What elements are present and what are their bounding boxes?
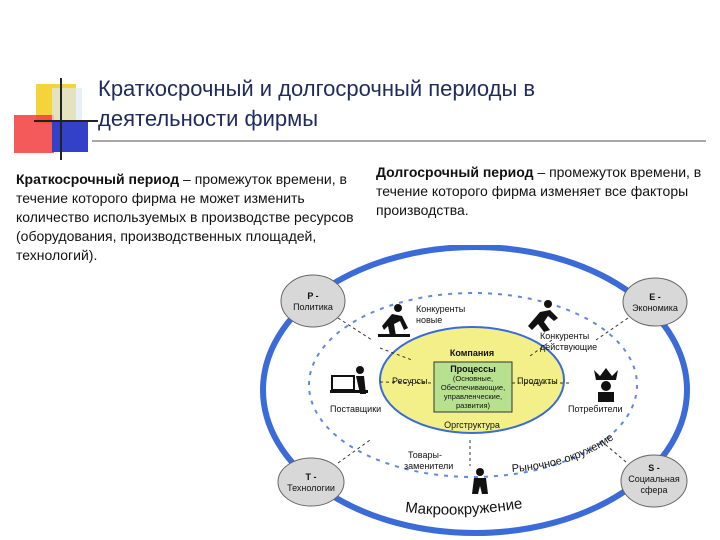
social-label-1: S -	[648, 463, 660, 473]
politics-label-2: Политика	[293, 302, 333, 312]
long-term-definition: Долгосрочный период – промежуток времени…	[376, 163, 706, 220]
new-competitors-label-1: Конкуренты	[416, 304, 465, 314]
short-term-term: Краткосрочный период	[16, 171, 180, 187]
supplier-icon	[330, 366, 368, 394]
deco-blue-square	[52, 120, 88, 152]
active-competitors-label-1: Конкуренты	[540, 331, 589, 341]
deco-lightblue-square	[52, 88, 82, 120]
social-label-2: Социальная	[628, 474, 680, 484]
new-competitors-label-2: новые	[416, 315, 442, 325]
org-structure-label: Оргструктура	[444, 420, 500, 430]
company-label: Компания	[450, 348, 494, 358]
long-term-text: – промежуток времени, в течение которого…	[376, 164, 702, 218]
active-competitors-label-2: действующие	[540, 342, 597, 352]
social-node	[620, 454, 688, 508]
processes-label-5: развития)	[456, 401, 491, 410]
politics-node	[280, 274, 346, 328]
politics-label-1: P -	[307, 291, 318, 301]
processes-label-2: (Основные,	[453, 374, 493, 383]
long-term-term: Долгосрочный период	[376, 164, 534, 180]
technology-label-2: Технологии	[287, 483, 335, 493]
processes-label-1: Процессы	[450, 364, 496, 374]
processes-label-3: Обеспечивающие,	[441, 383, 505, 392]
social-label-3: сфера	[641, 485, 668, 495]
deco-horizontal-line	[34, 120, 98, 122]
environment-diagram: P - Политика E - Экономика T - Технологи…	[260, 245, 690, 536]
substitute-goods-icon	[472, 468, 488, 494]
economy-label-2: Экономика	[632, 303, 678, 313]
processes-label-4: управленческие,	[444, 392, 502, 401]
dashed-links	[337, 317, 629, 466]
suppliers-label: Поставщики	[330, 404, 381, 414]
substitutes-label-2: заменители	[404, 461, 453, 471]
short-term-text: – промежуток времени, в течение которого…	[16, 171, 354, 263]
technology-label-1: T -	[306, 472, 317, 482]
products-label: Продукты	[517, 376, 558, 386]
substitutes-label-1: Товары-	[408, 450, 442, 460]
short-term-definition: Краткосрочный период – промежуток времен…	[16, 170, 361, 265]
processes-box	[433, 361, 513, 413]
slide-title: Краткосрочный и долгосрочный периоды в д…	[98, 76, 536, 131]
consumer-icon	[594, 368, 618, 402]
new-competitor-icon	[378, 304, 410, 337]
consumers-label: Потребители	[568, 404, 623, 414]
economy-node	[622, 277, 688, 327]
title-divider	[92, 140, 706, 142]
deco-vertical-line	[60, 78, 62, 160]
technology-node	[277, 457, 345, 507]
active-competitor-icon	[528, 300, 558, 332]
resources-label: Ресурсы	[392, 376, 428, 386]
economy-label-1: E -	[649, 292, 661, 302]
